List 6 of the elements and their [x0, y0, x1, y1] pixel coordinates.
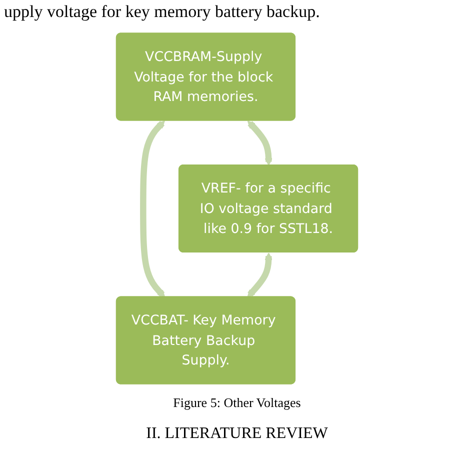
- figure-caption: Figure 5: Other Voltages: [173, 395, 301, 411]
- arrow: [247, 120, 272, 166]
- section-heading: II. LITERATURE REVIEW: [146, 425, 328, 443]
- arrow: [247, 252, 272, 298]
- body-text: upply voltage for key memory battery backup.: [3, 2, 320, 22]
- arrow: [140, 120, 166, 298]
